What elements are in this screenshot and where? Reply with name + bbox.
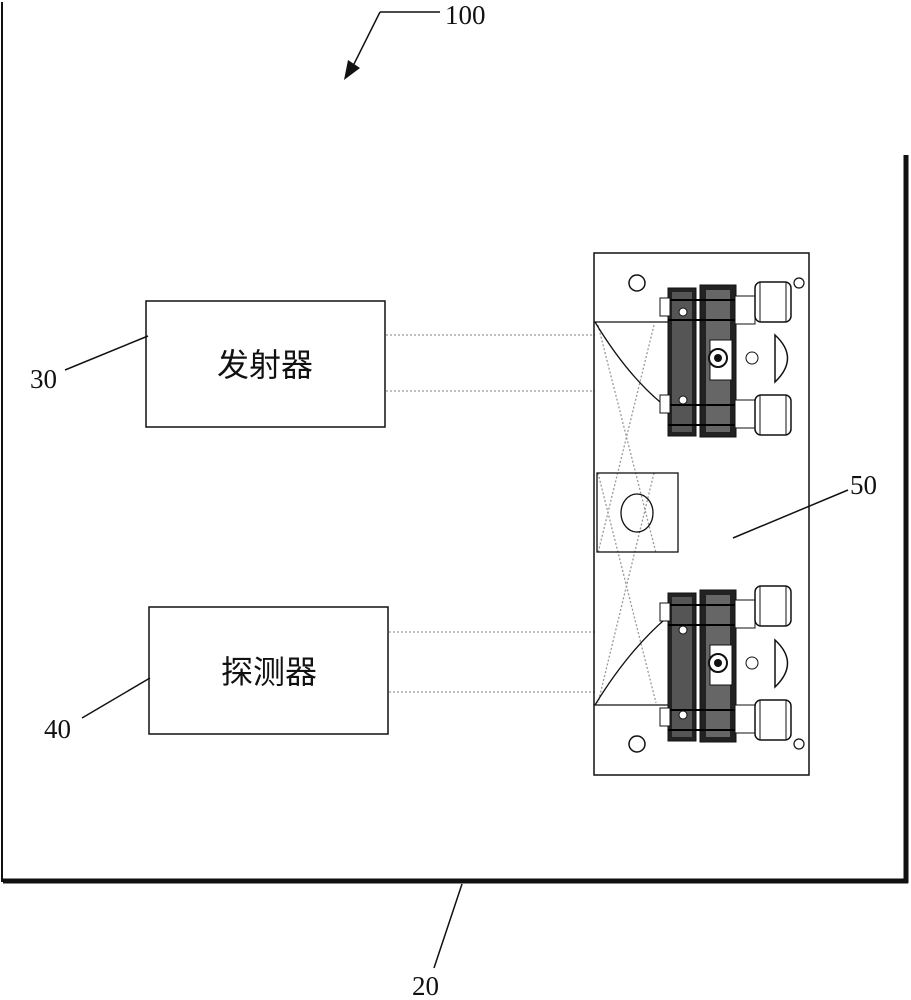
lower-prism <box>593 613 671 706</box>
base-label-group: 20 <box>412 883 463 1000</box>
mount-hole-icon <box>628 735 646 753</box>
upper-mirror-mount <box>659 281 792 438</box>
detector-leader-line <box>81 677 151 719</box>
mount-hole-icon <box>793 738 805 750</box>
detector-box <box>148 606 389 735</box>
mount-hole-icon <box>628 274 646 292</box>
emitter-group: 发射器 30 <box>30 300 386 428</box>
emitter-leader-line <box>64 335 149 371</box>
emitter-box <box>145 300 386 428</box>
center-lens-mount <box>596 472 679 553</box>
system-label: 100 <box>445 0 486 30</box>
module-label: 50 <box>850 470 877 500</box>
system-arrow-line <box>349 11 381 73</box>
detector-label: 40 <box>44 714 71 744</box>
emitter-box-text: 发射器 <box>217 346 313 384</box>
emitter-label: 30 <box>30 364 57 394</box>
system-arrow-head <box>344 60 360 80</box>
center-lens-icon <box>620 493 654 533</box>
upper-prism <box>593 321 671 412</box>
base-label: 20 <box>412 971 439 1000</box>
optical-module: 50 <box>593 252 877 776</box>
system-label-group: 100 <box>344 0 486 80</box>
mount-hole-icon <box>793 277 805 289</box>
module-plate <box>593 252 810 776</box>
module-leader-line <box>732 489 849 539</box>
light-beams <box>386 324 657 704</box>
detector-group: 探测器 40 <box>44 606 389 744</box>
base-leader-line <box>433 883 463 969</box>
lower-mirror-mount <box>659 585 792 743</box>
base-plate <box>1 2 909 884</box>
detector-box-text: 探测器 <box>221 653 317 691</box>
